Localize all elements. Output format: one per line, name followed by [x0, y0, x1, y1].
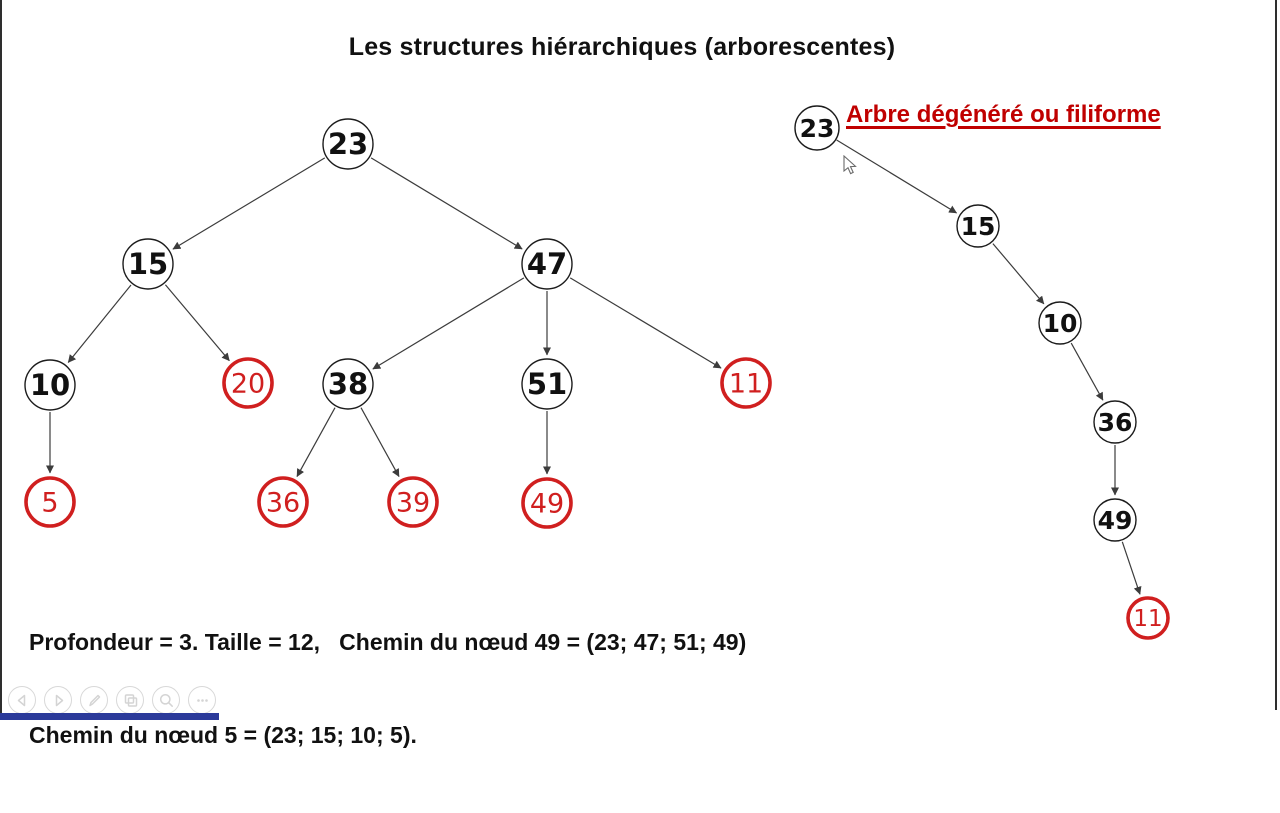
node-value: 23: [328, 127, 368, 161]
node-value: 20: [231, 368, 265, 399]
node-value: 36: [1098, 408, 1133, 437]
tree-node-39: 39: [387, 476, 439, 528]
tree-edge: [992, 243, 1045, 305]
node-value: 36: [266, 487, 300, 518]
tree-edge: [296, 407, 336, 478]
tree-node-11: 11: [720, 357, 772, 409]
tree-edge: [1121, 541, 1142, 595]
tree-edge: [569, 277, 722, 369]
tree-edge: [1070, 342, 1104, 401]
tree-node-38: 38: [322, 358, 374, 410]
main-tree: 23 15 47 10 20 38 51 11: [24, 118, 772, 529]
tree-node-10: 10: [24, 359, 76, 411]
tree-node-51: 51: [521, 358, 573, 410]
node-value: 15: [128, 247, 168, 281]
tree-node-49: 49: [521, 477, 573, 529]
deg-tree-node-10: 10: [1038, 301, 1082, 345]
node-value: 10: [1043, 309, 1078, 338]
tree-edge: [67, 284, 132, 363]
deg-tree-node-15: 15: [956, 204, 1000, 248]
forward-icon: [55, 694, 63, 706]
degenerate-tree: 23 15 10 36 49 11: [794, 105, 1170, 640]
trees-drawing: 23 15 47 10 20 38 51 11: [24, 105, 1170, 640]
tree-edge: [836, 139, 958, 214]
node-value: 39: [396, 487, 430, 518]
tree-node-36: 36: [257, 476, 309, 528]
pages-icon: [124, 693, 137, 707]
node-value: 11: [729, 368, 763, 399]
tree-edge: [370, 157, 523, 250]
degenerate-tree-heading: Arbre dégénéré ou filiforme: [846, 101, 1161, 128]
deg-tree-node-11: 11: [1126, 596, 1170, 640]
pen-button[interactable]: [80, 686, 108, 714]
pages-button[interactable]: [116, 686, 144, 714]
more-button[interactable]: [188, 686, 216, 714]
forward-button[interactable]: [44, 686, 72, 714]
tree-edge: [164, 284, 230, 362]
zoom-button[interactable]: [152, 686, 180, 714]
node-value: 49: [1098, 506, 1133, 535]
canvas-left-border: [0, 0, 2, 713]
node-value: 15: [961, 212, 996, 241]
tree-node-5: 5: [24, 476, 76, 528]
whiteboard-canvas: Les structures hiérarchiques (arborescen…: [0, 0, 1277, 748]
node-value: 11: [1133, 606, 1162, 632]
back-icon: [17, 694, 25, 706]
ellipsis-icon: [196, 698, 208, 702]
node-value: 10: [30, 368, 70, 402]
node-value: 49: [530, 488, 564, 519]
mouse-cursor-icon: [843, 155, 857, 175]
video-progress-bar[interactable]: [0, 713, 219, 720]
tree-node-20: 20: [222, 357, 274, 409]
stats-line-1: Profondeur = 3. Taille = 12, Chemin du n…: [29, 629, 747, 655]
tree-node-15: 15: [122, 238, 174, 290]
magnifier-icon: [159, 693, 173, 707]
node-value: 38: [328, 367, 368, 401]
tree-edge: [372, 277, 525, 370]
tree-edge: [360, 407, 400, 478]
page-title: Les structures hiérarchiques (arborescen…: [348, 33, 896, 61]
deg-tree-node-49: 49: [1093, 498, 1137, 542]
deg-tree-node-23: 23: [794, 105, 840, 151]
tree-edge: [172, 157, 326, 250]
pen-icon: [88, 694, 100, 706]
tree-node-23: 23: [322, 118, 374, 170]
node-value: 23: [800, 114, 835, 143]
back-button[interactable]: [8, 686, 36, 714]
deg-tree-node-36: 36: [1093, 400, 1137, 444]
bottom-toolbar: [8, 686, 216, 714]
tree-node-47: 47: [521, 238, 573, 290]
stats-line-2: Chemin du nœud 5 = (23; 15; 10; 5).: [29, 722, 417, 748]
canvas-right-border: [1275, 0, 1277, 710]
node-value: 5: [41, 487, 58, 518]
node-value: 47: [527, 247, 567, 281]
node-value: 51: [527, 367, 567, 401]
